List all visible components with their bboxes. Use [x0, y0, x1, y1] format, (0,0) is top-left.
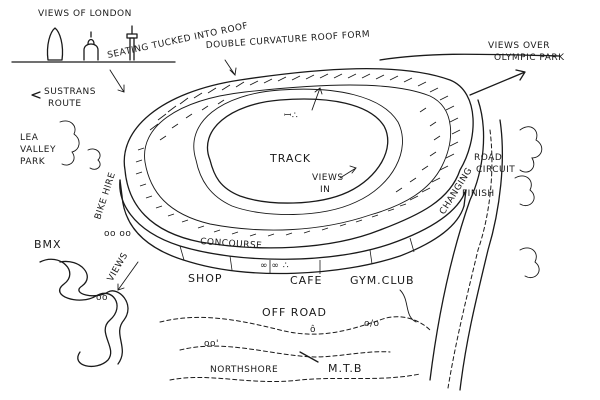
shop-label: SHOP — [188, 272, 223, 285]
views-bmx-label: VIEWS — [106, 251, 130, 283]
sustrans-arrow — [31, 91, 41, 99]
right-trees-3 — [519, 247, 540, 278]
road-label: ROAD — [474, 153, 502, 163]
bmx-bikes-icon: oo — [96, 293, 108, 303]
bike-hire-label: BIKE HIRE — [93, 171, 118, 221]
track-outline — [206, 98, 389, 204]
offroad-bikes-icon-3: o/o — [364, 319, 380, 329]
concourse-right-edge — [463, 189, 467, 207]
track-label: TRACK — [269, 152, 311, 165]
circuit-label: CIRCUIT — [476, 165, 515, 175]
off-road-path-1 — [159, 316, 431, 335]
offroad-arc — [399, 289, 417, 323]
olympic-park-label: OLYMPIC PARK — [494, 53, 565, 63]
lea-valley-tree — [87, 148, 101, 170]
finish-label: FINISH — [462, 189, 495, 199]
track-bikes-icon: ꟷ∴ — [284, 111, 298, 121]
concourse-left-edge — [119, 179, 123, 197]
sustrans-label: SUSTRANS — [44, 87, 96, 97]
lea-valley-trees — [59, 120, 80, 166]
horizon-line — [379, 53, 561, 61]
offroad-bikes-icon-1: oo' — [204, 339, 219, 349]
track-outer-line — [193, 88, 403, 215]
gym-club-label: GYM.CLUB — [350, 274, 415, 287]
lea-label: LEA — [20, 133, 39, 143]
route-label: ROUTE — [48, 99, 82, 109]
concourse-label: CONCOURSE — [200, 237, 263, 251]
mtb-label: M.T.B — [328, 362, 362, 375]
bmx-track-outer — [39, 258, 118, 368]
seating-arrow — [109, 69, 125, 93]
bmx-label: BMX — [34, 238, 62, 251]
stadium-bowl — [123, 68, 474, 249]
right-trees-2 — [514, 175, 535, 206]
views-up-arrow — [311, 87, 323, 111]
offroad-bikes-icon-2: ô — [310, 324, 316, 335]
road-circuit-lines — [429, 99, 503, 391]
valley-label: VALLEY — [20, 145, 56, 155]
views-over-arrow — [469, 69, 526, 96]
northshore-label: NORTHSHORE — [210, 365, 278, 375]
bike-hire-bikes-icon: oo oo — [104, 229, 131, 239]
off-road-label: OFF ROAD — [262, 306, 327, 319]
views-of-london-label: VIEWS OF LONDON — [38, 9, 132, 19]
concourse-dividers — [179, 237, 415, 274]
views-in-arrow — [339, 165, 357, 179]
cafe-label: CAFE — [290, 274, 322, 287]
northshore-ramp — [299, 351, 319, 363]
views-bmx-arrow — [117, 261, 139, 291]
off-road-path-3 — [169, 373, 421, 383]
london-skyline-icon — [11, 25, 176, 63]
park-label: PARK — [20, 157, 46, 167]
views-over-label: VIEWS OVER — [488, 41, 550, 51]
concourse-lower — [121, 195, 465, 275]
roof-arrow — [224, 59, 237, 76]
right-trees-1 — [519, 126, 543, 173]
bmx-track-inner — [59, 260, 129, 365]
shop-bikes-icon: ∞ ∞ ∴ — [260, 261, 289, 271]
concourse-upper — [119, 179, 467, 260]
in-label: IN — [320, 185, 330, 195]
views-label: VIEWS — [312, 173, 344, 183]
off-road-path-2 — [179, 345, 391, 358]
